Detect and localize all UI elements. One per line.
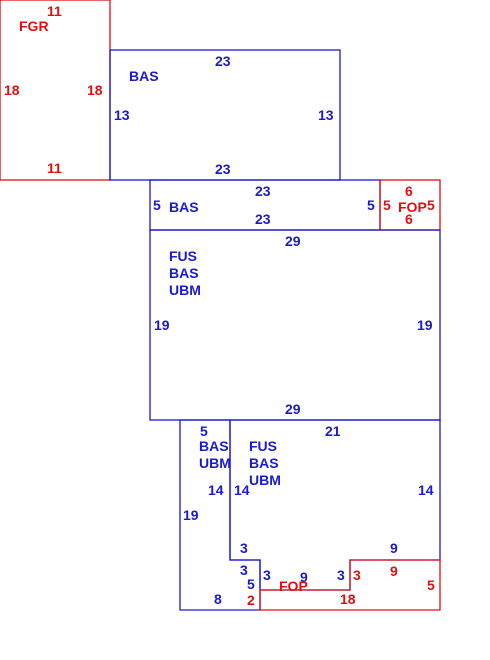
- dim-main-left: 19: [154, 317, 170, 333]
- dim-notch-5: 5: [247, 576, 255, 592]
- dim-fgr-right: 18: [87, 82, 103, 98]
- dim-fop2-left: 2: [247, 592, 255, 608]
- dim-notch-9-mid: 9: [300, 569, 308, 585]
- dim-bas2-bottom: 23: [255, 211, 271, 227]
- dim-main-bottom: 29: [285, 401, 301, 417]
- dim-fop2-step: 3: [353, 567, 361, 583]
- dim-notch-3d: 3: [337, 567, 345, 583]
- label-bas-upper: BAS: [129, 68, 159, 84]
- dim-lower-div-left: 14: [208, 482, 224, 498]
- dim-fgr-top: 11: [47, 3, 62, 19]
- dim-notch-3a: 3: [240, 540, 248, 556]
- dim-lower-bottom: 8: [214, 591, 222, 607]
- dim-lower-top-left: 5: [200, 423, 208, 439]
- label-lower-right-line2: BAS: [249, 455, 279, 471]
- dim-fgr-left: 18: [4, 82, 20, 98]
- dim-lower-top-right: 21: [325, 423, 341, 439]
- dim-fgr-bottom: 11: [47, 160, 62, 176]
- label-main-line2: BAS: [169, 265, 199, 281]
- dim-main-right: 19: [417, 317, 433, 333]
- label-main-line3: UBM: [169, 282, 201, 298]
- dim-bas1-top: 23: [215, 53, 231, 69]
- dim-bas1-left: 13: [114, 107, 130, 123]
- dim-fop2-right: 5: [427, 577, 435, 593]
- dim-fop-top: 6: [405, 183, 413, 199]
- label-lower-right-line3: UBM: [249, 472, 281, 488]
- dim-fop-left: 5: [383, 197, 391, 213]
- dim-bas1-bottom: 23: [215, 161, 231, 177]
- dim-bas2-top: 23: [255, 183, 271, 199]
- dim-bas2-left: 5: [153, 197, 161, 213]
- dim-notch-9-right: 9: [390, 540, 398, 556]
- label-fop-right: FOP: [398, 199, 427, 215]
- dim-main-top: 29: [285, 233, 301, 249]
- fop-area-bottom: [259, 559, 441, 611]
- label-lower-right-line1: FUS: [249, 438, 277, 454]
- label-bas-strip: BAS: [169, 199, 199, 215]
- dim-fop-bottom: 6: [405, 211, 413, 227]
- dim-notch-3c: 3: [263, 567, 271, 583]
- dim-bas2-right: 5: [367, 197, 375, 213]
- label-lower-left-line2: UBM: [199, 455, 231, 471]
- dim-fop2-step-top: 9: [390, 563, 398, 579]
- dim-lower-right: 14: [418, 482, 434, 498]
- dim-fop-right: 5: [427, 197, 435, 213]
- label-fop-bottom: FOP: [279, 578, 308, 594]
- dim-fop2-bottom: 18: [340, 591, 356, 607]
- dim-lower-left: 19: [183, 507, 199, 523]
- dim-notch-3b: 3: [240, 562, 248, 578]
- label-lower-left-line1: BAS: [199, 438, 229, 454]
- label-main-line1: FUS: [169, 248, 197, 264]
- label-fgr: FGR: [19, 18, 49, 34]
- dim-bas1-right: 13: [318, 107, 334, 123]
- dim-lower-div-right: 14: [234, 482, 250, 498]
